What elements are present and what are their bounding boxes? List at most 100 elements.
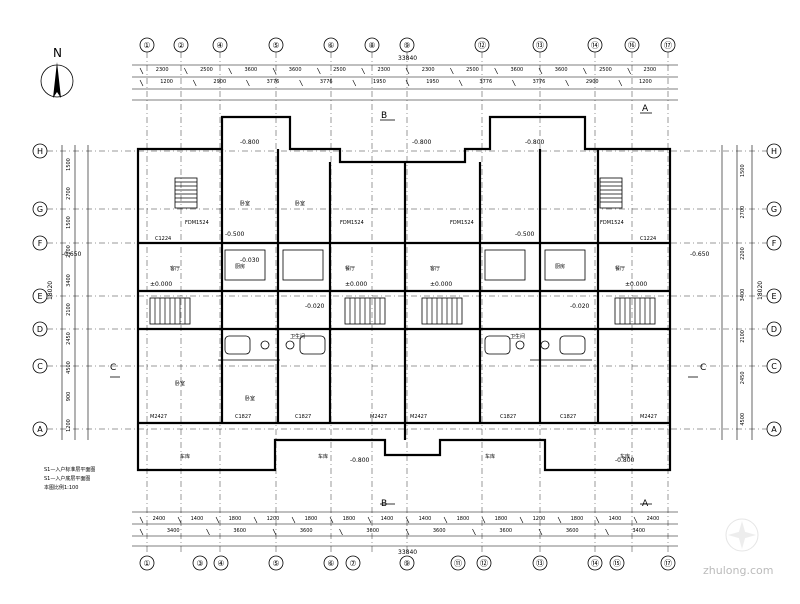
watermark: zhulong.com <box>703 518 773 577</box>
bottom-total-dim: 33840 <box>398 549 417 556</box>
axis-bottom-bubble: ① <box>139 555 155 571</box>
dim-label: 2700 <box>66 187 72 200</box>
stair-left-lower <box>149 297 191 325</box>
dim-label: 3600 <box>555 67 568 73</box>
room-label: 餐厅 <box>615 265 625 272</box>
dim-label: 1200 <box>639 79 652 85</box>
door-tag: M2427 <box>150 414 167 420</box>
dim-tick <box>206 528 210 536</box>
north-label: N <box>53 46 62 60</box>
dim-tick <box>272 67 277 75</box>
elevation-label: -0.020 <box>305 303 325 310</box>
axis-top-label: ⑰ <box>664 41 672 50</box>
dim-tick <box>565 79 569 87</box>
dim-label: 3776 <box>533 79 546 85</box>
dim-label: 2500 <box>466 67 479 73</box>
door-tag: M2427 <box>370 414 387 420</box>
axis-left-label: E <box>37 292 42 301</box>
room-label: 厨房 <box>555 263 565 270</box>
door-window-tags: M2427 M2427 M2427 M2427 C1827 C1827 C182… <box>150 220 657 420</box>
axis-bottom-bubble: ⑦ <box>345 555 361 571</box>
room-label: 车库 <box>620 453 630 460</box>
dim-tick <box>481 516 486 524</box>
section-mark: A <box>642 499 649 509</box>
dim-tick <box>291 516 296 524</box>
dim-label: 2100 <box>740 330 746 343</box>
axis-right-bubble: G <box>766 201 782 217</box>
stair-center-left <box>344 297 386 325</box>
elevation-label: -0.500 <box>515 231 535 238</box>
elevation-label: -0.800 <box>525 139 545 146</box>
axis-left-label: C <box>37 362 43 371</box>
watermark-text: zhulong.com <box>703 564 773 577</box>
elevation-label: -0.030 <box>240 257 260 264</box>
axis-bottom-bubble: ⑮ <box>609 555 625 571</box>
elevation-label: -0.800 <box>412 139 432 146</box>
axis-top-bubble: ⑫ <box>474 37 490 53</box>
axis-bottom-bubble: ⑰ <box>660 555 676 571</box>
axis-left-bubble: A <box>32 421 48 437</box>
door-tag: FDM1524 <box>600 220 624 226</box>
axis-bottom-bubble: ③ <box>192 555 208 571</box>
axis-left-label: G <box>37 205 43 214</box>
axis-top-label: ② <box>177 41 184 50</box>
dim-label: 1200 <box>533 516 546 522</box>
room-label: 车库 <box>485 453 495 460</box>
dim-tick <box>139 79 144 87</box>
dim-tick <box>494 67 498 75</box>
dim-label: 3600 <box>233 528 246 534</box>
top-dimension-lines: 33840 <box>132 55 678 101</box>
axis-bottom-label: ④ <box>217 559 224 568</box>
dim-tick <box>139 528 144 536</box>
axis-bottom-label: ⑮ <box>613 559 621 568</box>
dim-tick <box>627 67 631 75</box>
axis-left-label: F <box>38 239 43 248</box>
watermark-logo-icon <box>725 518 759 552</box>
axis-bottom-label: ⑥ <box>327 559 334 568</box>
dim-tick <box>472 528 476 536</box>
bottom-dimension-lines: 33840 <box>132 511 678 556</box>
dim-tick <box>443 516 448 524</box>
dim-label: 1800 <box>495 516 508 522</box>
room-label: 卫生间 <box>290 333 305 340</box>
elevation-label: -0.500 <box>225 231 245 238</box>
side-dimension-lines: 18020 18020 <box>47 145 764 440</box>
dim-tick <box>215 516 220 524</box>
dim-tick <box>633 516 638 524</box>
elevation-label: -0.800 <box>350 457 370 464</box>
axis-bottom-label: ⑨ <box>403 559 410 568</box>
elevation-label: -0.800 <box>615 457 635 464</box>
door-tag: FDM1524 <box>340 220 364 226</box>
axis-bottom-bubble: ⑤ <box>268 555 284 571</box>
section-mark: A <box>642 104 649 114</box>
axis-left-bubble: H <box>32 143 48 159</box>
window-tag: C1224 <box>155 236 171 242</box>
dim-label: 1500 <box>740 164 746 177</box>
axis-bottom-bubble: ⑨ <box>399 555 415 571</box>
elevation-label: -0.020 <box>570 303 590 310</box>
section-mark: C <box>700 363 706 373</box>
dim-tick <box>618 79 623 87</box>
dim-label: 3600 <box>566 528 579 534</box>
dim-label: 1500 <box>66 216 72 229</box>
axis-left-bubble: F <box>32 235 48 251</box>
section-mark: C <box>110 363 116 373</box>
dim-label: 3400 <box>740 289 746 302</box>
axis-bottom-label: ⑰ <box>664 559 672 568</box>
axis-bottom-label: ① <box>143 559 150 568</box>
dim-label: 3600 <box>244 67 257 73</box>
axis-bottom-bubble: ⑬ <box>532 555 548 571</box>
axis-right-bubble: E <box>766 288 782 304</box>
axis-top-bubble: ④ <box>212 37 228 53</box>
axis-right-label: F <box>772 239 777 248</box>
room-label: 餐厅 <box>345 265 355 272</box>
axis-top-bubble: ⑬ <box>532 37 548 53</box>
dim-label: 1800 <box>343 516 356 522</box>
room-label: 卫生间 <box>510 333 525 340</box>
axis-right-bubble: C <box>766 358 782 374</box>
stair-left-upper <box>174 177 198 209</box>
axis-bottom-label: ⑪ <box>454 559 462 568</box>
